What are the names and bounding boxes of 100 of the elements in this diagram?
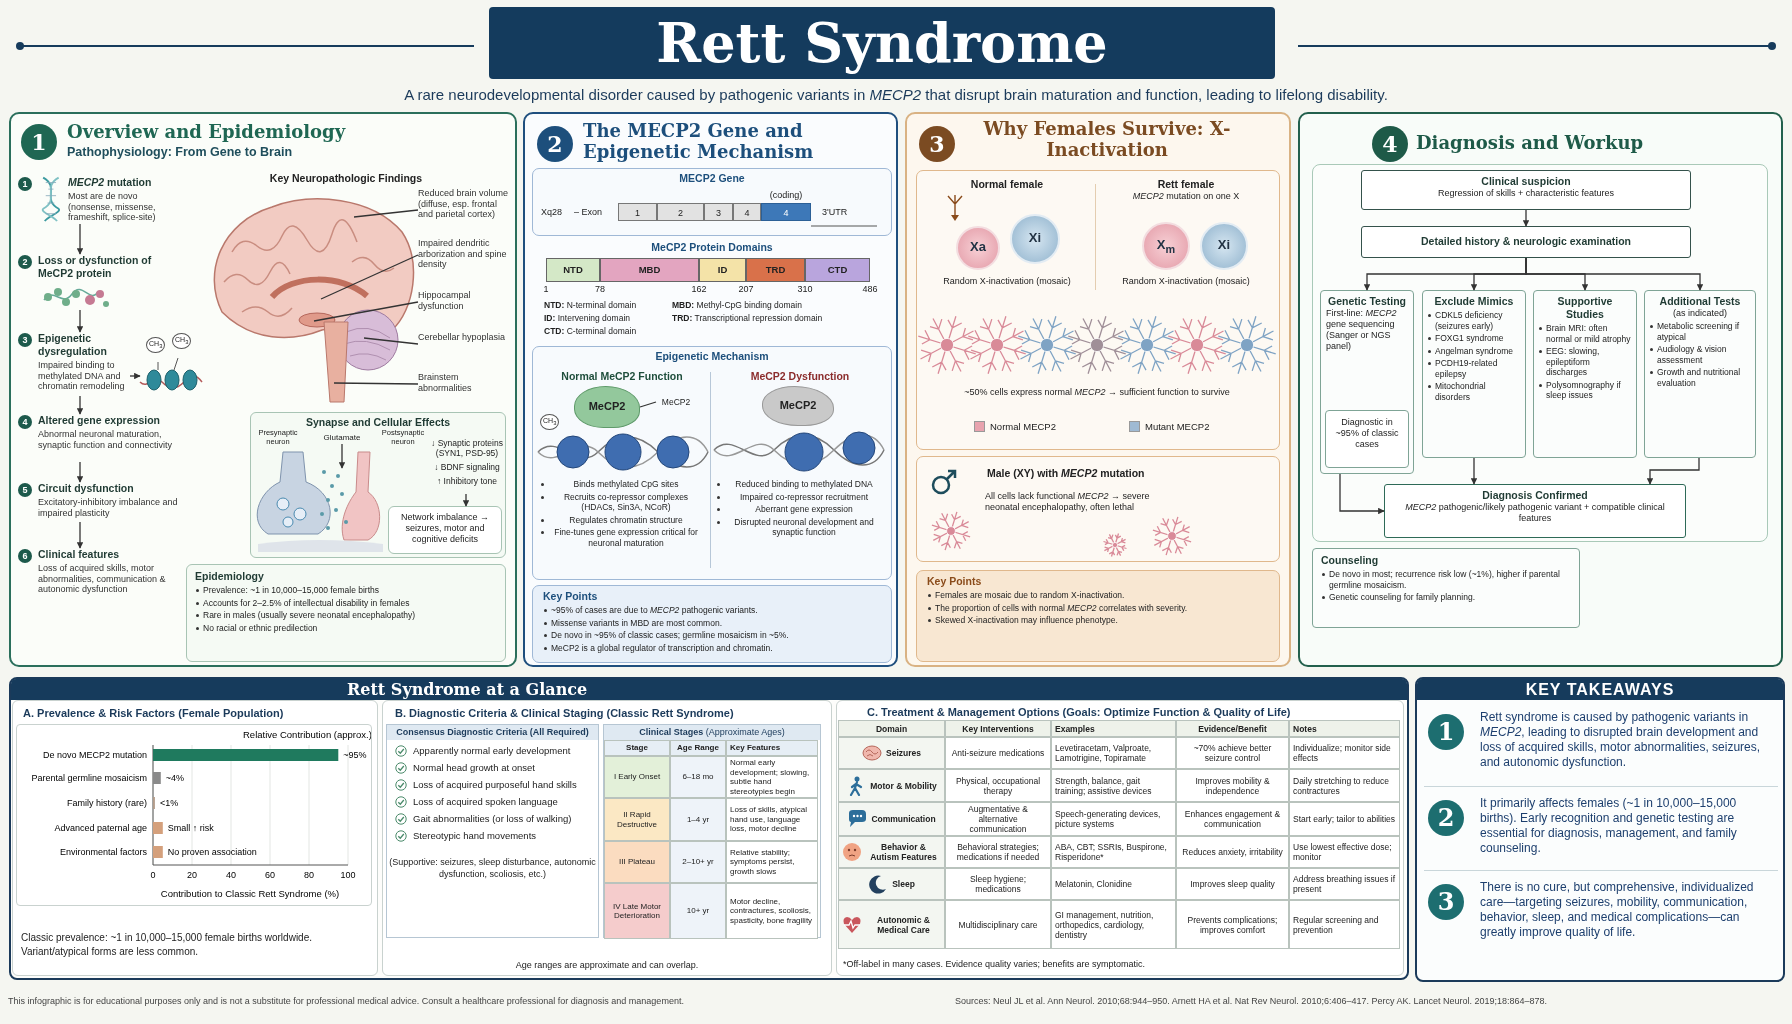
- box-heading: Clinical suspicion: [1480, 175, 1572, 188]
- step-title: MECP2 mutation: [68, 176, 152, 189]
- tick-label: 0: [150, 870, 156, 880]
- category-label: De novo MECP2 mutation: [42, 750, 147, 760]
- effect-text: ↑ Inhibitory tone: [437, 476, 497, 486]
- subtitle: A rare neurodevelopmental disorder caused by pathogenic variants in MECP2 that disrupt brain maturation and function, leading to lifelong disability.: [403, 86, 1389, 104]
- callout-label: Glutamate: [323, 432, 361, 444]
- box-heading: Key Points: [543, 590, 598, 603]
- criteria-panel: [386, 724, 599, 938]
- list-item: Angelman syndrome: [1435, 345, 1513, 356]
- arrow: [76, 309, 84, 333]
- leader-line: [363, 337, 419, 345]
- list-item: Impaired co-repressor recruitment: [740, 491, 868, 502]
- step-title: Altered gene expression: [38, 414, 160, 427]
- table-cell: Motor decline, contractures, scoliosis, spasticity, bone fragility: [726, 883, 818, 939]
- category-label: Family history (rare): [67, 798, 147, 808]
- info-box: [916, 456, 1280, 562]
- exon-box: [618, 203, 657, 221]
- table-cell: Anti-seizure medications: [945, 737, 1051, 769]
- stages-table: [603, 724, 821, 938]
- flow-box: [1361, 170, 1691, 210]
- table-cell: ~70% achieve better seizure control: [1176, 737, 1289, 769]
- leader-line: [639, 401, 657, 408]
- column-heading: Normal female: [970, 178, 1044, 191]
- info-box: [388, 506, 502, 554]
- domain-label: Motor & Mobility: [870, 780, 937, 791]
- gene-label: Xq28: [541, 207, 563, 218]
- domain-segment: [699, 258, 746, 282]
- list-item: The proportion of cells with normal MECP2 correlates with severity.: [935, 602, 1188, 613]
- list-item: Prevalence: ~1 in 10,000–15,000 female births: [203, 585, 380, 595]
- box-text: All cells lack functional MECP2 → severe neonatal encephalopathy, often lethal: [985, 491, 1151, 513]
- position-number: 1: [542, 284, 550, 294]
- box-heading: MECP2 Gene: [679, 172, 745, 185]
- figure-heading: MeCP2 Protein Domains: [650, 241, 774, 253]
- footer-note: This infographic is for educational purposes only and is not a substitute for professional medical advice. Consult a healthcare professional for diagnosis and management.: [8, 996, 684, 1006]
- tick-label: 60: [265, 870, 275, 880]
- exon-label: 4: [744, 207, 750, 219]
- key-points-box: [916, 570, 1280, 662]
- step-description: Abnormal neuronal maturation, synaptic function and connectivity: [38, 429, 174, 450]
- table-cell: Improves mobility & independence: [1176, 769, 1289, 802]
- chromosome-label: X$_{m}$: [1156, 237, 1176, 257]
- test-box: [1422, 290, 1526, 458]
- title-banner: Rett Syndrome: [489, 7, 1275, 79]
- position-number: 162: [690, 284, 708, 294]
- arrow: [1470, 457, 1478, 485]
- table-cell: Augmentative & alternative communication: [945, 802, 1051, 836]
- section-panel: [523, 112, 898, 667]
- table-cell: Speech-generating devices, picture systems: [1051, 802, 1176, 836]
- exon-label: 2: [678, 207, 683, 219]
- table-cell: Individualize; monitor side effects: [1289, 737, 1400, 769]
- list-item: Fine-tunes gene expression critical for neuronal maturation: [554, 527, 698, 548]
- arrow: [129, 372, 141, 380]
- domain-segment: [805, 258, 870, 282]
- domain-label: Behavior & Autism Features: [869, 842, 938, 862]
- step-number-badge: 3: [18, 333, 32, 347]
- table-cell: Use lowest effective dose; monitor: [1289, 836, 1400, 868]
- domain-label: Autonomic & Medical Care: [876, 914, 931, 935]
- note-text: Age ranges are approximate and can overlap.: [514, 959, 700, 971]
- table-cell: 6–18 mo: [670, 756, 726, 798]
- criteria-item: Apparently normal early development: [413, 745, 571, 757]
- number-badge: 4: [1372, 126, 1408, 162]
- test-box: [1320, 290, 1414, 474]
- chart-title: Relative Contribution (approx.): [243, 729, 371, 740]
- number-badge: 3: [919, 126, 955, 162]
- box-heading: Supportive Studies: [1556, 295, 1614, 321]
- list-item: Females are mosaic due to random X-inactivation.: [935, 590, 1125, 600]
- abbreviation-note: MBD: Methyl-CpG binding domain: [672, 300, 802, 311]
- domain-label: Seizures: [886, 748, 921, 758]
- table-cell: Loss of skills, atypical hand use, language loss, motor decline: [726, 798, 818, 841]
- table-cell: Reduces anxiety, irritability: [1176, 836, 1289, 868]
- box-heading: Exclude Mimics: [1433, 295, 1515, 308]
- table-cell: GI management, nutrition, orthopedics, cardiology, dentistry: [1051, 900, 1176, 949]
- table-cell: IV Late Motor Deterioration: [604, 883, 670, 939]
- takeaways-panel: [1415, 677, 1785, 982]
- arrow: [1525, 257, 1704, 291]
- arrow: [1646, 457, 1700, 485]
- protein-blob: [574, 386, 640, 428]
- list-item: Polysomnography if sleep issues: [1546, 379, 1621, 400]
- legend-label: Normal MECP2: [990, 420, 1056, 433]
- list-item: Binds methylated CpG sites: [573, 479, 679, 489]
- list-item: Regulates chromatin structure: [569, 514, 683, 525]
- step-description: Impaired binding to methylated DNA and chromatin remodeling: [38, 360, 126, 392]
- table-cell: Relative stability; symptoms persist, growth slows: [726, 841, 818, 883]
- number-badge: 1: [1428, 714, 1464, 750]
- column-heading: Normal MeCP2 Function: [561, 370, 683, 383]
- criteria-item: Normal head growth at onset: [413, 762, 535, 774]
- table-cell: Normal early development; slowing, subtle hand stereotypies begin: [726, 756, 818, 798]
- info-panel: [12, 700, 378, 976]
- effect-text: ↓ Synaptic proteins (SYN1, PSD-95): [430, 438, 504, 458]
- table-cell: Daily stretching to reduce contractures: [1289, 769, 1400, 802]
- domain-segment: [600, 258, 699, 282]
- box-text: MECP2 pathogenic/likely pathogenic variant + compatible clinical features: [1404, 502, 1666, 524]
- tick-label: 100: [340, 870, 356, 880]
- tick-label: 80: [304, 870, 314, 880]
- criteria-item: Stereotypic hand movements: [413, 830, 537, 842]
- step-number-badge: 1: [18, 177, 32, 191]
- domain-label: MBD: [638, 263, 661, 276]
- table-cell: Behavioral strategies; medications if needed: [945, 836, 1051, 868]
- box-heading: Epidemiology: [195, 570, 264, 583]
- list-item: Skewed X-inactivation may influence phenotype.: [935, 615, 1118, 625]
